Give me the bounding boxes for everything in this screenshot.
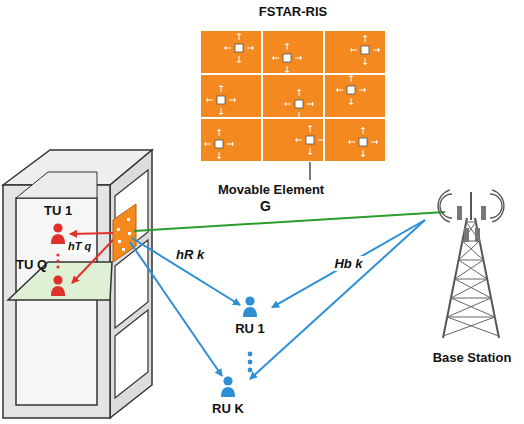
ris-tu-arrow: [70, 233, 113, 234]
channel-label: hT q: [66, 239, 93, 254]
building: [3, 150, 152, 418]
panel-node: FSTAR-RIS: [200, 2, 386, 162]
tower-icon: [425, 188, 519, 348]
user-node: TU Q: [14, 257, 70, 301]
ris-elements: [117, 218, 131, 251]
channel-arrow: [250, 220, 425, 379]
user-label: RU 1: [228, 321, 272, 336]
channel-label: G: [258, 199, 273, 214]
user-dots: [248, 352, 253, 373]
ris-ru-line: [132, 238, 240, 305]
ris-grid: [200, 30, 386, 162]
callout-label: Movable Element: [216, 182, 326, 197]
channel-g-line: [134, 212, 445, 231]
user-label: TU 1: [44, 203, 72, 218]
panel-title: FSTAR-RIS: [200, 4, 386, 19]
user-icon: [50, 275, 66, 297]
channel-label: hR k: [174, 247, 206, 262]
user-label: RU K: [206, 401, 250, 416]
station-label: Base Station: [425, 350, 519, 365]
base-station-node: Base Station: [425, 188, 519, 370]
user-node: RU K: [206, 376, 250, 422]
channel-arrow: [272, 220, 425, 307]
ris-ru-line: [130, 242, 222, 376]
user-node: RU 1: [228, 296, 272, 344]
user-label: TU Q: [16, 257, 47, 272]
channel-label: Hb k: [332, 256, 364, 271]
user-icon: [50, 223, 66, 245]
user-icon: [242, 296, 258, 318]
user-icon: [220, 376, 236, 398]
user-dots: [56, 253, 59, 268]
